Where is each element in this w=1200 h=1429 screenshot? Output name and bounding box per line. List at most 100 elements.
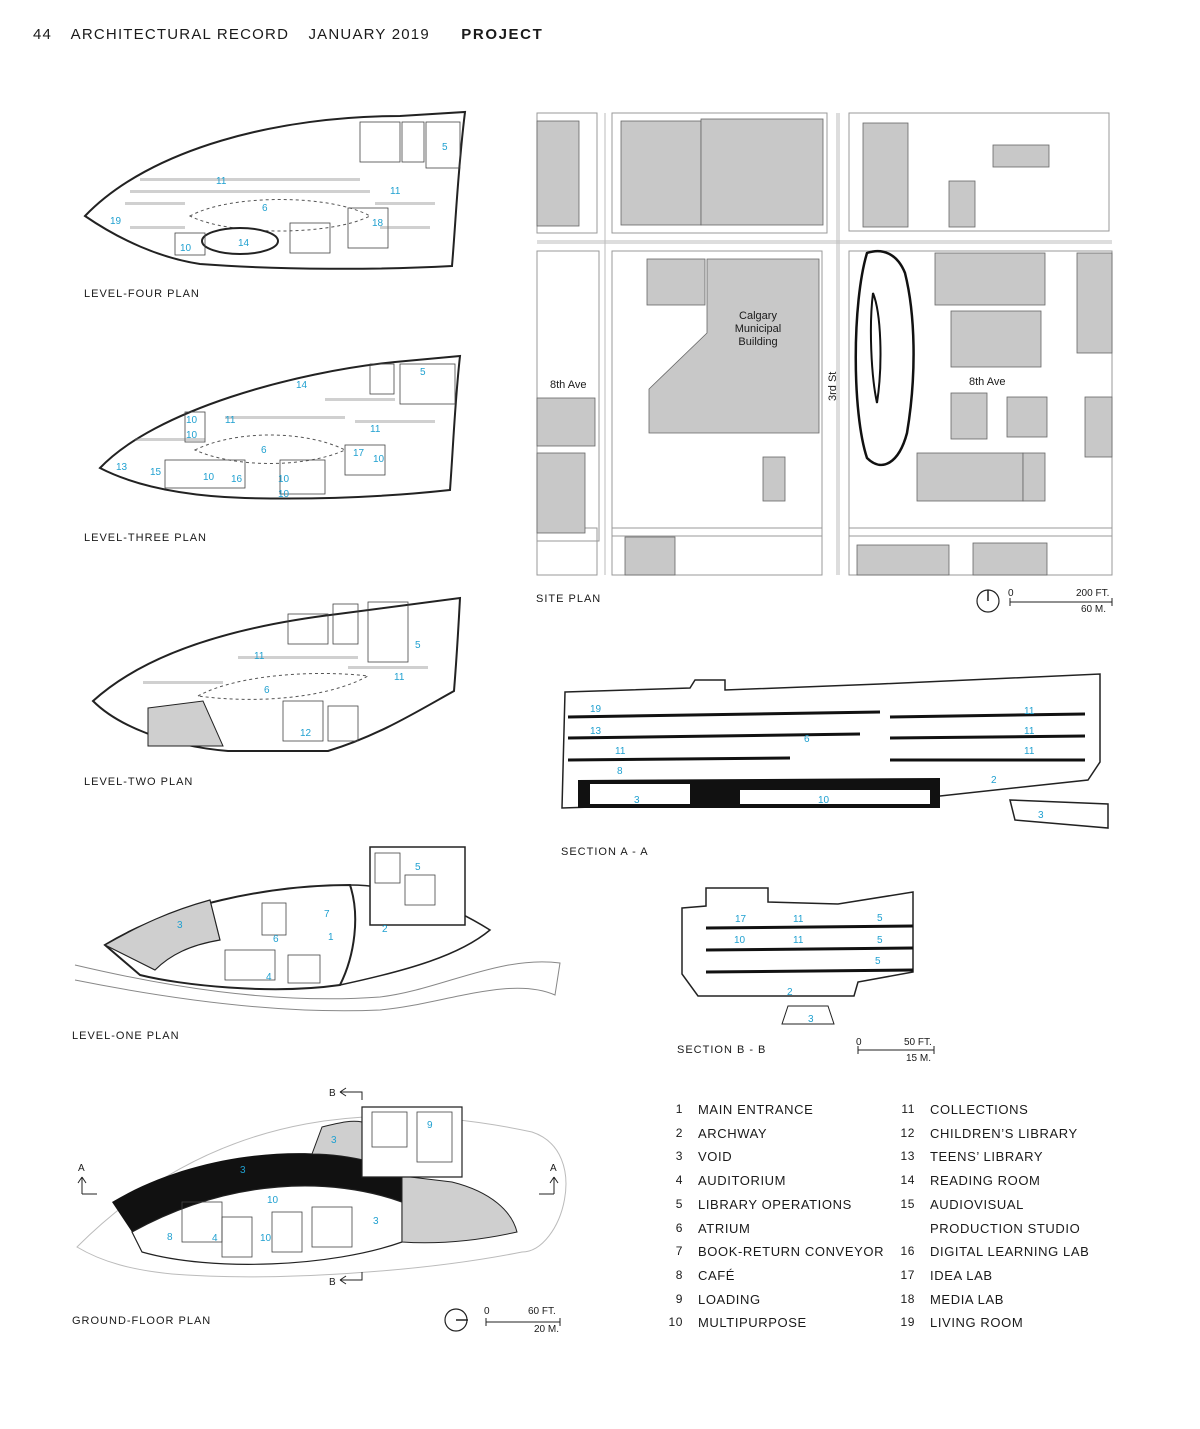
legend-number: 7	[675, 1244, 683, 1259]
legend-label: LOADING	[698, 1291, 761, 1307]
l2-tag-11a: 11	[254, 651, 265, 662]
caption-level-one: LEVEL-ONE PLAN	[72, 1030, 180, 1042]
site-label-building-l1: Calgary	[739, 310, 777, 322]
issue-date: JANUARY 2019	[308, 26, 430, 43]
section-scale-m: 15 M.	[906, 1053, 931, 1064]
sbb-tag-11a: 11	[793, 914, 804, 925]
g-tag-9: 9	[427, 1120, 433, 1131]
l1-tag-4: 4	[266, 972, 272, 983]
level-one-plan-drawing: 3 7 6 1 2 5 4	[74, 846, 561, 1012]
legend-item: 18 MEDIA LAB	[894, 1288, 1089, 1312]
section-mark-b-bottom: B	[329, 1277, 336, 1288]
level-four-plan-drawing: 19 10 14 6 11 18 11 5	[83, 110, 467, 270]
site-scale-bar: 0 200 FT. 60 M.	[976, 588, 1113, 615]
saa-tag-19: 19	[590, 704, 602, 715]
legend-number: 17	[900, 1267, 915, 1282]
l4-tag-19: 19	[110, 216, 122, 227]
legend-number	[894, 1217, 915, 1241]
l3-tag-15: 15	[150, 467, 162, 478]
publication-name: ARCHITECTURAL RECORD	[70, 26, 290, 43]
saa-tag-3b: 3	[1038, 810, 1044, 821]
legend-label: BOOK-RETURN CONVEYOR	[698, 1244, 885, 1260]
l4-tag-11b: 11	[390, 186, 401, 197]
legend-label: PRODUCTION STUDIO	[930, 1220, 1081, 1236]
l3-tag-10e: 10	[278, 489, 290, 500]
legend-label: VOID	[698, 1149, 733, 1165]
caption-level-two: LEVEL-TWO PLAN	[84, 776, 194, 788]
saa-tag-11c: 11	[1024, 726, 1035, 737]
l1-tag-7: 7	[324, 909, 330, 920]
saa-tag-11b: 11	[1024, 706, 1035, 717]
l3-tag-16: 16	[231, 474, 243, 485]
legend-item: 7 BOOK-RETURN CONVEYOR	[662, 1240, 884, 1264]
legend-number: 6	[675, 1220, 683, 1235]
l3-tag-10a: 10	[186, 415, 198, 426]
saa-tag-2: 2	[991, 775, 997, 786]
legend-label: CHILDREN’S LIBRARY	[930, 1125, 1078, 1141]
site-label-street-right: 8th Ave	[969, 376, 1006, 388]
legend-number: 3	[675, 1149, 683, 1164]
section-mark-b-top: B	[329, 1088, 336, 1099]
legend-number: 13	[900, 1149, 915, 1164]
level-three-plan-drawing: 14 5 10 10 11 11 6 13 15 10 16 10 10 17 …	[98, 354, 462, 500]
g-tag-3b: 3	[240, 1165, 246, 1176]
level-two-plan-drawing: 11 6 11 5 12	[91, 596, 462, 752]
l4-tag-18: 18	[372, 218, 384, 229]
l4-tag-5: 5	[442, 142, 448, 153]
legend-number: 9	[675, 1291, 683, 1306]
legend-item: 12 CHILDREN’S LIBRARY	[894, 1122, 1089, 1146]
l4-tag-11: 11	[216, 176, 227, 187]
legend-right: 11 COLLECTIONS 12 CHILDREN’S LIBRARY 13 TEENS…	[894, 1098, 1089, 1335]
legend-number: 14	[900, 1173, 915, 1188]
saa-tag-13: 13	[590, 726, 602, 737]
page-number: 44	[33, 26, 53, 43]
site-scale-m: 60 M.	[1081, 604, 1106, 615]
g-tag-3a: 3	[331, 1135, 337, 1146]
caption-level-four: LEVEL-FOUR PLAN	[84, 288, 200, 300]
legend-label: ARCHWAY	[698, 1125, 768, 1141]
legend-label: TEENS’ LIBRARY	[930, 1149, 1044, 1165]
l1-tag-2: 2	[382, 924, 388, 935]
legend-label: IDEA LAB	[930, 1267, 993, 1283]
g-tag-3c: 3	[373, 1216, 379, 1227]
l3-tag-11a: 11	[225, 415, 236, 426]
l3-tag-5: 5	[420, 367, 426, 378]
l1-tag-3: 3	[177, 920, 183, 931]
caption-site-plan: SITE PLAN	[536, 593, 602, 605]
legend-label: AUDIOVISUAL	[930, 1196, 1025, 1212]
saa-tag-10: 10	[818, 795, 830, 806]
legend-label: COLLECTIONS	[930, 1102, 1029, 1117]
section-name: PROJECT	[461, 26, 544, 43]
legend-label: READING ROOM	[930, 1173, 1041, 1189]
plans-scale-zero: 0	[484, 1306, 490, 1317]
g-tag-10b: 10	[260, 1233, 272, 1244]
legend-number: 12	[900, 1125, 915, 1140]
legend-label: CAFÉ	[698, 1267, 736, 1283]
legend-number: 18	[900, 1291, 915, 1306]
sbb-tag-5c: 5	[875, 956, 881, 967]
l2-tag-11b: 11	[394, 672, 405, 683]
l3-tag-10f: 10	[373, 454, 385, 465]
sbb-tag-3: 3	[808, 1014, 814, 1025]
l3-tag-6: 6	[261, 445, 267, 456]
legend-label: LIVING ROOM	[930, 1315, 1024, 1331]
sbb-tag-2: 2	[787, 987, 793, 998]
l4-tag-6: 6	[262, 203, 268, 214]
legend-label: MEDIA LAB	[930, 1291, 1005, 1307]
l3-tag-14: 14	[296, 380, 308, 391]
legend-item: 14 READING ROOM	[894, 1169, 1089, 1193]
site-label-building-l3: Building	[738, 336, 777, 348]
sbb-tag-11b: 11	[793, 935, 804, 946]
legend-number: 11	[901, 1102, 915, 1116]
sbb-tag-5b: 5	[877, 935, 883, 946]
legend-label: LIBRARY OPERATIONS	[698, 1196, 852, 1212]
l3-tag-10c: 10	[203, 472, 215, 483]
section-aa-drawing: 19 13 6 11 8 11 11 11 2 3 10 3	[561, 673, 1109, 829]
